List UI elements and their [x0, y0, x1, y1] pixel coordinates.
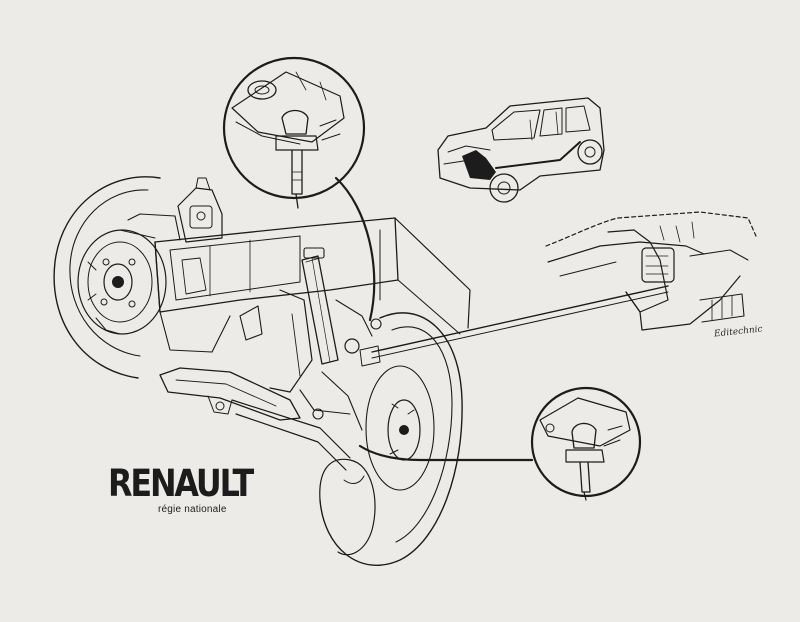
- car-locator-illustration: [437, 97, 605, 203]
- left-front-wheel: [53, 176, 167, 379]
- left-upper-mount: [177, 177, 223, 243]
- top-detail-inset: [222, 56, 366, 209]
- right-front-wheel: [319, 312, 463, 566]
- brand-tagline: régie nationale: [158, 504, 227, 515]
- bottom-inset-leader-line: [358, 444, 534, 462]
- brand-name: RENAULT: [108, 462, 254, 505]
- lower-control-arms: [159, 367, 351, 471]
- rear-body-section: [545, 211, 757, 331]
- renault-logo: RENAULT régie nationale: [108, 462, 254, 516]
- chassis-crossmember: [119, 213, 471, 353]
- steering-tie-rod: [359, 285, 669, 367]
- bottom-detail-inset: [530, 386, 642, 501]
- top-inset-leader-line: [334, 176, 376, 322]
- shock-absorber: [239, 247, 382, 431]
